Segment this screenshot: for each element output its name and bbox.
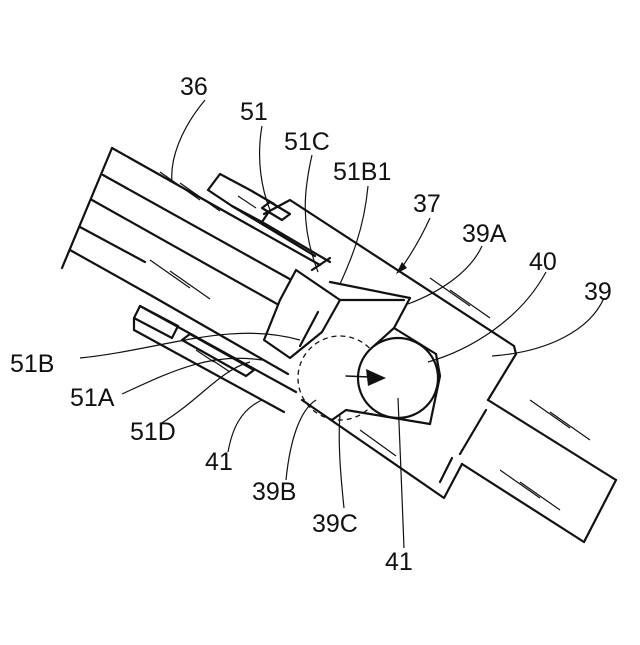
label-51c: 51C <box>284 128 330 156</box>
label-51b1: 51B1 <box>333 158 391 186</box>
label-40: 40 <box>529 248 557 276</box>
label-41-dashed: 41 <box>205 448 233 476</box>
label-39b: 39B <box>252 478 296 506</box>
label-51: 51 <box>240 98 268 126</box>
label-39: 39 <box>584 278 612 306</box>
collar-51-upper <box>208 174 330 262</box>
label-51a: 51A <box>70 384 115 412</box>
label-41-solid: 41 <box>385 548 413 576</box>
label-51b: 51B <box>10 350 54 378</box>
body-39 <box>264 200 616 542</box>
label-36: 36 <box>180 73 208 101</box>
label-39a: 39A <box>462 220 507 248</box>
label-39c: 39C <box>312 510 358 538</box>
label-51d: 51D <box>130 418 176 446</box>
label-37: 37 <box>413 190 441 218</box>
